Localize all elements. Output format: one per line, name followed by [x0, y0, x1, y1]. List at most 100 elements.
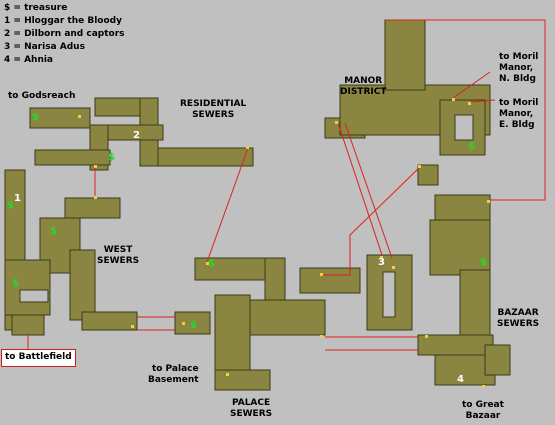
manor-tunnel: [384, 19, 426, 91]
marker-4: 4: [457, 374, 464, 385]
connector-line: [320, 166, 421, 276]
bazaar-sewers-label: BAZAAR SEWERS: [497, 308, 539, 330]
legend-item-2: 2 = Dilborn and captors: [4, 29, 125, 39]
tunnel-hole: [382, 271, 396, 318]
bazaar-tunnel: [434, 194, 491, 221]
manor-district-label: MANOR DISTRICT: [340, 76, 386, 98]
treasure-icon: $: [12, 278, 19, 289]
marker-3: 3: [378, 257, 385, 268]
door-marker: [380, 256, 383, 259]
door-marker: [487, 200, 490, 203]
exit-label-line: to Great: [462, 400, 504, 410]
west-tunnel: [34, 149, 111, 166]
exit-label-line: Bazaar: [465, 411, 501, 421]
door-marker: [94, 196, 97, 199]
area-label-line: BAZAAR: [497, 308, 539, 318]
exit-battlefield[interactable]: to Battlefield: [5, 352, 72, 362]
area-label-line: PALACE: [231, 398, 271, 408]
west-tunnel: [69, 249, 96, 321]
treasure-icon: $: [208, 258, 215, 269]
tunnel-hole: [19, 289, 49, 303]
door-marker: [468, 102, 471, 105]
door-marker: [78, 115, 81, 118]
exit-godsreach[interactable]: to Godsreach: [8, 91, 76, 101]
exit-label-line: Manor,: [499, 63, 534, 73]
residential-tunnel: [157, 147, 254, 167]
treasure-icon: $: [468, 141, 475, 152]
area-label-line: SEWERS: [192, 110, 235, 120]
palace-tunnel: [299, 267, 361, 294]
door-marker: [206, 262, 209, 265]
bazaar-tunnel: [417, 334, 494, 356]
palace-tunnel: [214, 369, 271, 391]
door-marker: [131, 325, 134, 328]
door-marker: [452, 98, 455, 101]
area-label-line: MANOR: [344, 76, 383, 86]
door-marker: [320, 273, 323, 276]
bazaar-tunnel: [459, 269, 491, 341]
area-label-line: RESIDENTIAL: [180, 99, 247, 109]
exit-label-line: E. Bldg: [499, 120, 535, 130]
palace-tunnel: [214, 294, 251, 381]
exit-palace-basement[interactable]: to Palace Basement: [148, 364, 199, 386]
door-marker: [320, 335, 323, 338]
residential-tunnel: [107, 124, 164, 141]
legend: $ = treasure 1 = Hloggar the Bloody 2 = …: [4, 2, 125, 67]
bazaar-tunnel: [429, 219, 491, 276]
exit-moril-north[interactable]: to Moril Manor, N. Bldg: [499, 52, 538, 85]
exit-moril-east[interactable]: to Moril Manor, E. Bldg: [499, 98, 538, 131]
area-label-line: SEWERS: [97, 256, 140, 266]
palace-tunnel: [174, 311, 211, 335]
legend-item-4: 4 = Ahnia: [4, 55, 54, 65]
door-marker: [226, 373, 229, 376]
exit-label-line: to Moril: [499, 52, 539, 62]
west-tunnel: [81, 311, 138, 331]
legend-item-1: 1 = Hloggar the Bloody: [4, 16, 122, 26]
area-label-line: SEWERS: [230, 409, 273, 419]
door-marker: [182, 322, 185, 325]
manor-tunnel: [417, 164, 439, 186]
marker-2: 2: [133, 130, 140, 141]
connector-line: [344, 122, 393, 259]
west-tunnel: [39, 217, 81, 274]
area-label-line: DISTRICT: [340, 87, 387, 97]
door-marker: [335, 121, 338, 124]
connector-line: [385, 19, 546, 201]
treasure-icon: $: [32, 112, 39, 123]
connector-line: [452, 71, 491, 99]
legend-treasure: $ = treasure: [4, 3, 68, 13]
legend-item-3: 3 = Narisa Adus: [4, 42, 85, 52]
west-tunnel: [11, 314, 45, 336]
treasure-icon: $: [108, 152, 115, 163]
connector-line: [469, 99, 496, 103]
area-label-line: SEWERS: [497, 319, 540, 329]
door-marker: [418, 165, 421, 168]
bazaar-tunnel: [484, 344, 511, 376]
area-label-line: WEST: [103, 245, 133, 255]
west-tunnel: [4, 259, 51, 316]
door-marker: [482, 385, 485, 388]
residential-tunnel: [29, 107, 91, 129]
exit-label-line: N. Bldg: [499, 74, 536, 84]
tunnel-hole: [454, 114, 474, 141]
treasure-icon: $: [190, 320, 197, 331]
exit-great-bazaar[interactable]: to Great Bazaar: [462, 400, 504, 422]
door-marker: [392, 266, 395, 269]
exit-label-line: to Palace: [151, 364, 199, 374]
treasure-icon: $: [50, 226, 57, 237]
door-marker: [94, 165, 97, 168]
treasure-icon: $: [7, 200, 14, 211]
exit-label-line: Manor,: [499, 109, 534, 119]
connector-line: [206, 147, 249, 263]
palace-sewers-label: PALACE SEWERS: [230, 398, 272, 420]
exit-label-line: to Moril: [499, 98, 539, 108]
exit-battlefield-box[interactable]: to Battlefield: [1, 349, 76, 367]
west-tunnel: [64, 197, 121, 219]
exit-label-line: Basement: [148, 375, 199, 385]
door-marker: [246, 146, 249, 149]
door-marker: [425, 335, 428, 338]
residential-sewers-label: RESIDENTIAL SEWERS: [180, 99, 246, 121]
connector-line: [337, 122, 384, 259]
